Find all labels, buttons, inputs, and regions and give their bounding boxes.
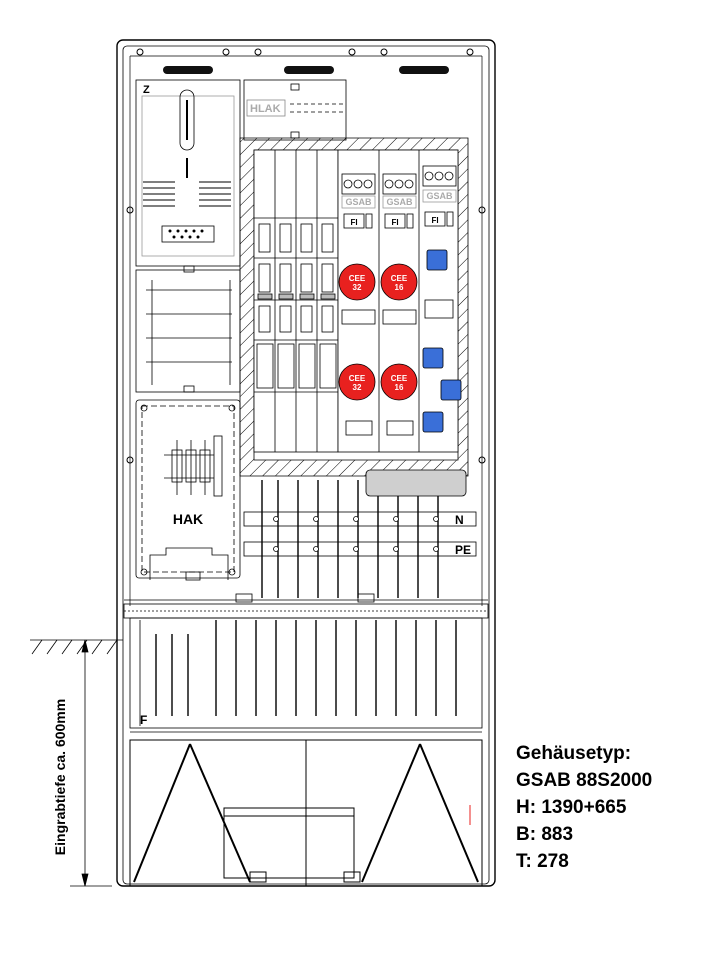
spec-depth: T: 278 xyxy=(516,851,569,872)
module-labels: GSAB GSAB GSAB FI FI FI xyxy=(345,191,453,227)
mounting-screws xyxy=(126,48,486,464)
spec-width: B: 883 xyxy=(516,824,574,845)
cables xyxy=(261,480,439,598)
cee-rating-1: 32 xyxy=(353,283,362,292)
label-pe: PE xyxy=(455,543,471,557)
cee-rating-4: 16 xyxy=(395,383,404,392)
label-fi-1: FI xyxy=(350,218,357,227)
cee-sockets xyxy=(338,263,418,401)
meter-panel-z xyxy=(135,79,241,267)
hak-block xyxy=(135,399,241,581)
spec-type: GSAB 88S2000 xyxy=(516,770,653,791)
cable-gland xyxy=(365,469,467,497)
cee-socket-32-bottom xyxy=(338,363,376,401)
cee-socket-16-bottom xyxy=(380,363,418,401)
schuko-sockets xyxy=(422,249,462,433)
label-hak: HAK xyxy=(173,511,203,527)
label-gsab-2: GSAB xyxy=(386,197,413,207)
base-separator xyxy=(123,593,489,619)
spec-type-label: Gehäusetyp: xyxy=(516,743,632,764)
cee-labels: CEE 32 CEE 16 CEE 32 CEE 16 xyxy=(349,274,408,392)
label-gsab-1: GSAB xyxy=(345,197,372,207)
label-n: N xyxy=(455,513,464,527)
spec-height: H: 1390+665 xyxy=(516,797,627,818)
depth-dimension xyxy=(70,639,112,887)
bottom-foot xyxy=(129,739,483,887)
housing-spec: Gehäusetyp: GSAB 88S2000 H: 1390+665 B: … xyxy=(516,740,652,875)
label-hlak: HLAK xyxy=(250,103,281,115)
cee-rating-2: 16 xyxy=(395,283,404,292)
cee-socket-16-top xyxy=(380,263,418,301)
label-z: Z xyxy=(143,84,150,96)
distribution-modules xyxy=(337,149,459,453)
cee-socket-32-top xyxy=(338,263,376,301)
top-vent-slots xyxy=(163,66,449,74)
label-gsab-3: GSAB xyxy=(426,191,453,201)
terminal-panel xyxy=(135,265,241,393)
label-f: F xyxy=(140,713,147,727)
cee-label-1: CEE xyxy=(349,274,366,283)
cee-label-4: CEE xyxy=(391,374,408,383)
cee-rating-3: 32 xyxy=(353,383,362,392)
cee-label-2: CEE xyxy=(391,274,408,283)
bus-bars xyxy=(243,511,477,557)
ground-line xyxy=(30,639,123,655)
label-fi-2: FI xyxy=(391,218,398,227)
depth-text: Eingrabtiefe ca. 600mm xyxy=(52,698,68,856)
fuse-modules xyxy=(253,149,339,453)
cee-label-3: CEE xyxy=(349,374,366,383)
foundation-section xyxy=(129,617,483,741)
label-fi-3: FI xyxy=(431,216,438,225)
